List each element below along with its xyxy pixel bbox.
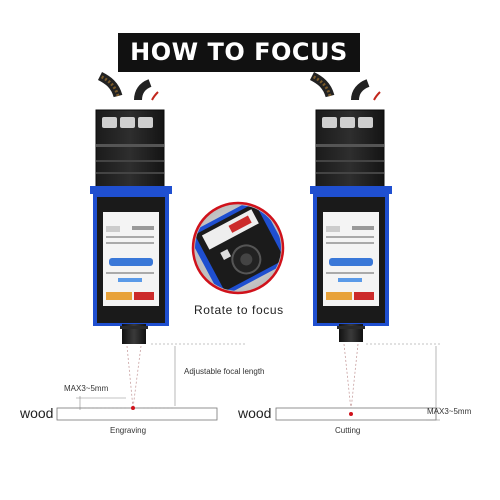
right-distance-label: MAX3~5mm bbox=[427, 407, 472, 416]
focus-point-right bbox=[349, 412, 353, 416]
laser-beam-left bbox=[126, 345, 142, 409]
engraving-caption: Engraving bbox=[110, 426, 147, 435]
rotate-caption: Rotate to focus bbox=[194, 303, 284, 317]
laser-beam-right bbox=[343, 343, 359, 411]
wood-board-right bbox=[275, 407, 437, 421]
left-wood-label: wood bbox=[20, 405, 54, 421]
cutting-caption: Cutting bbox=[335, 426, 361, 435]
laser-module-left bbox=[90, 71, 172, 344]
right-wood-label: wood bbox=[238, 405, 272, 421]
lens-zoom-inset bbox=[191, 201, 285, 295]
right-dimension bbox=[366, 343, 440, 421]
adjustable-dimension bbox=[143, 343, 245, 409]
adjustable-focal-label: Adjustable focal length bbox=[184, 367, 265, 376]
left-distance-label: MAX3~5mm bbox=[64, 384, 109, 393]
page-title: HOW TO FOCUS bbox=[118, 33, 360, 72]
wood-board-left bbox=[56, 407, 218, 421]
left-gap-dimension bbox=[76, 396, 126, 410]
focus-point-left bbox=[131, 406, 135, 410]
laser-module-right bbox=[309, 71, 392, 342]
